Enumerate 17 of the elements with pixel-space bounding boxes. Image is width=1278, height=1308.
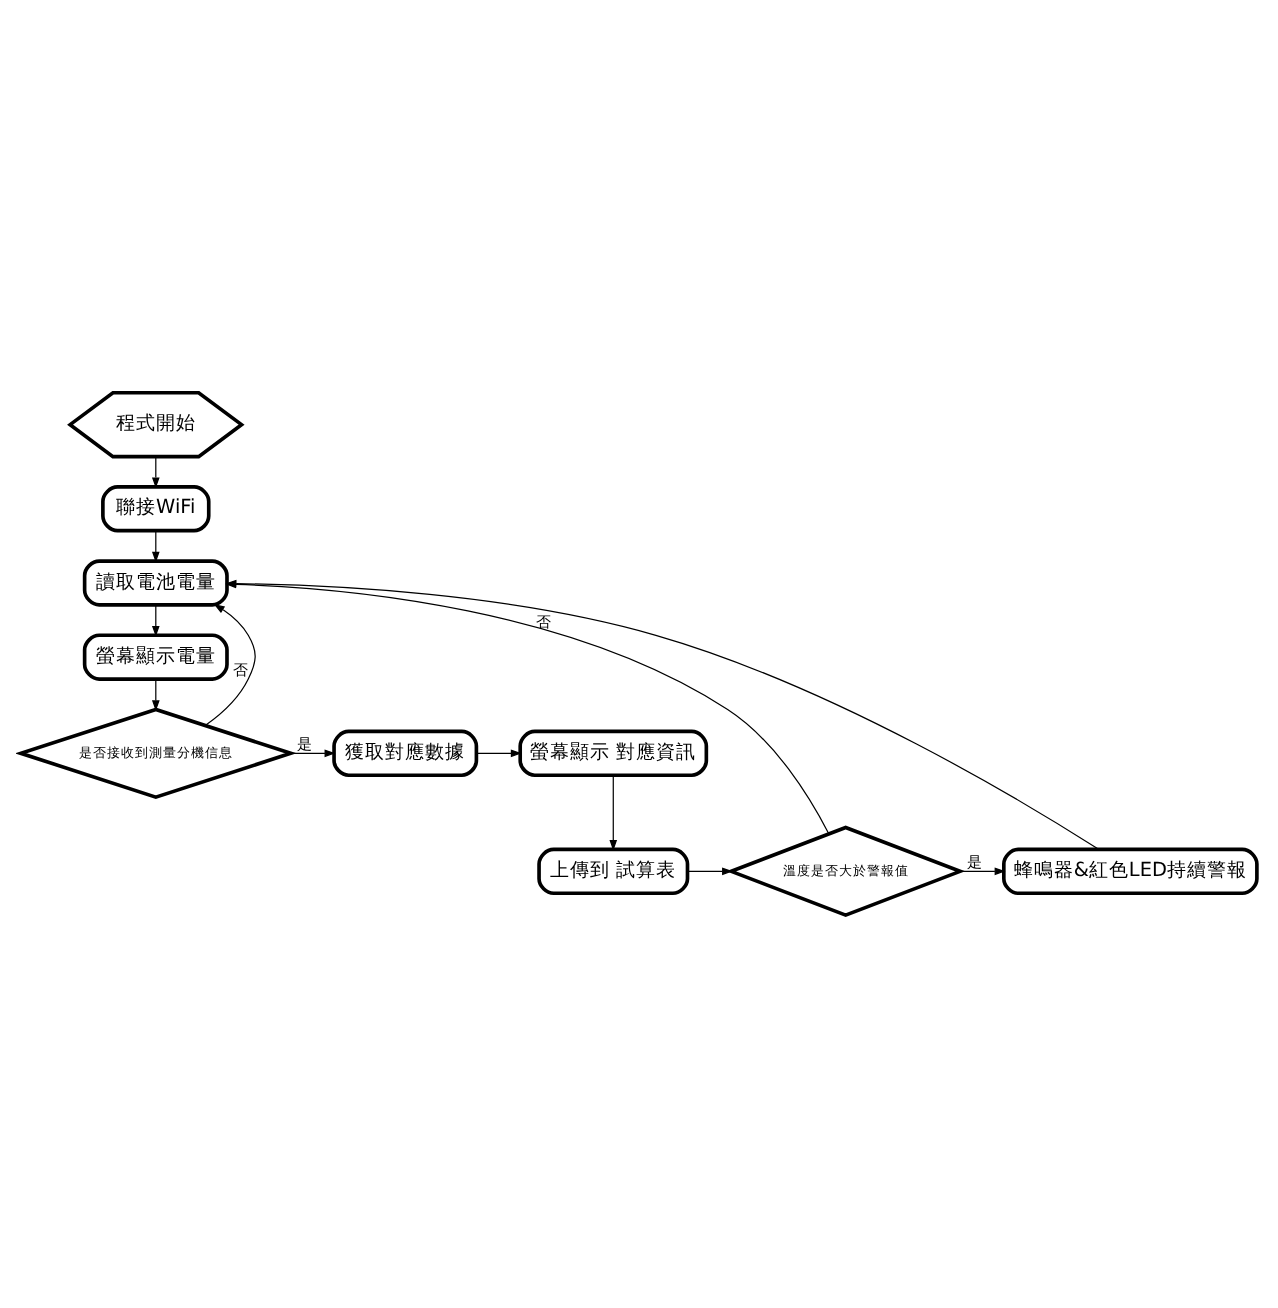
arrow <box>151 456 160 489</box>
node-box: 螢幕顯示電量 <box>82 633 229 681</box>
arrow <box>151 604 160 637</box>
node-box: 獲取對應數據 <box>332 729 479 778</box>
arrow <box>151 530 160 563</box>
node-box: 聯接WiFi <box>101 485 211 533</box>
node-box: 螢幕顯示 對應資訊 <box>518 729 709 778</box>
node-box: 讀取電池電量 <box>82 559 229 607</box>
node-box: 蜂鳴器&紅色LED持續警報 <box>1002 847 1259 896</box>
arrow <box>476 749 522 758</box>
arrow <box>290 749 336 758</box>
arrow <box>959 867 1006 876</box>
node-box: 上傳到 試算表 <box>537 847 690 896</box>
arrow <box>609 775 618 851</box>
arrow <box>204 604 256 726</box>
arrow <box>687 867 734 876</box>
arrow <box>151 678 160 712</box>
